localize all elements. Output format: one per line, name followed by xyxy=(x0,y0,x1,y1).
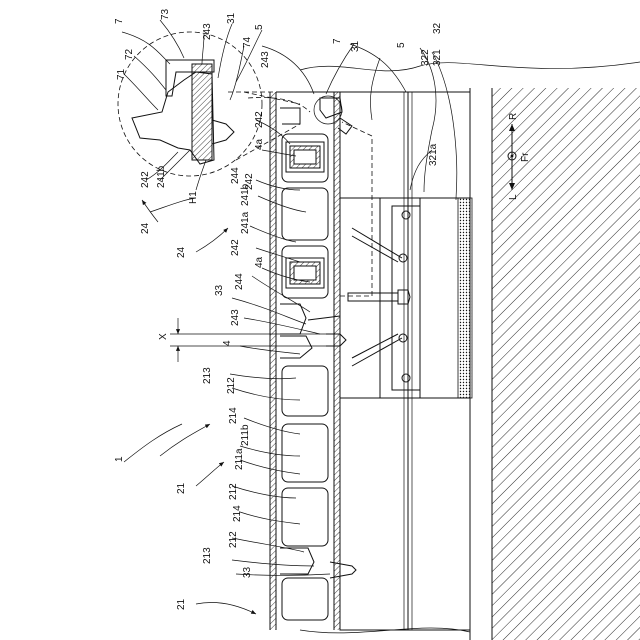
label-244-b: 244 xyxy=(234,273,245,290)
label-241b-detail: 241b xyxy=(156,165,167,188)
label-24-main: 24 xyxy=(176,246,187,258)
panel-cells xyxy=(280,108,328,620)
frame-32 xyxy=(340,92,470,630)
label-X: X xyxy=(158,333,169,340)
label-21-upper: 21 xyxy=(176,482,187,494)
label-32: 32 xyxy=(432,22,443,34)
label-211a: 211a xyxy=(234,448,245,470)
label-322: 322 xyxy=(420,49,431,66)
label-74: 74 xyxy=(242,36,253,48)
label-243-mid: 243 xyxy=(230,309,241,326)
label-212-b: 212 xyxy=(228,483,239,500)
label-213-a: 213 xyxy=(202,367,213,384)
label-71: 71 xyxy=(116,68,127,80)
label-33-lower: 33 xyxy=(242,566,253,578)
direction-R-label: R xyxy=(508,113,519,120)
label-242-a: 242 xyxy=(254,111,265,128)
direction-L-label: L xyxy=(508,194,519,200)
direction-Fr-label: Fr xyxy=(520,152,531,162)
label-72: 72 xyxy=(124,48,135,60)
label-214-b: 214 xyxy=(232,505,243,522)
label-242-detail: 242 xyxy=(140,171,151,188)
label-73: 73 xyxy=(160,8,171,20)
label-4a-upper: 4a xyxy=(254,138,265,150)
label-33-upper: 33 xyxy=(214,284,225,296)
label-243-top: 243 xyxy=(260,51,271,68)
label-212-c: 212 xyxy=(228,531,239,548)
label-241a: 241a xyxy=(240,211,251,234)
seal-strip xyxy=(458,198,472,398)
label-H1: H1 xyxy=(188,191,199,204)
label-321a: 321a xyxy=(428,143,439,166)
label-214-a: 214 xyxy=(228,407,239,424)
label-24-detail: 24 xyxy=(140,222,151,234)
label-242-b: 242 xyxy=(244,173,255,190)
label-242-c: 242 xyxy=(230,239,241,256)
label-1: 1 xyxy=(114,456,125,462)
label-211b: 211b xyxy=(240,424,251,446)
corner-7-main xyxy=(314,96,352,134)
label-5-right: 5 xyxy=(396,42,407,48)
label-244-a: 244 xyxy=(230,167,241,184)
label-31-right: 31 xyxy=(350,40,361,52)
label-21-lower: 21 xyxy=(176,598,187,610)
label-321: 321 xyxy=(432,49,443,66)
label-4: 4 xyxy=(222,340,233,346)
label-7-top: 7 xyxy=(114,18,125,24)
label-31-top: 31 xyxy=(226,12,237,24)
label-5-top: 5 xyxy=(254,24,265,30)
bracket-321a xyxy=(348,198,420,398)
label-212-a: 212 xyxy=(226,377,237,394)
label-243-detail: 243 xyxy=(202,23,213,40)
label-213-b: 213 xyxy=(202,547,213,564)
label-4a-lower: 4a xyxy=(254,256,265,268)
dimension-x xyxy=(170,318,330,362)
label-7-right: 7 xyxy=(332,38,343,44)
